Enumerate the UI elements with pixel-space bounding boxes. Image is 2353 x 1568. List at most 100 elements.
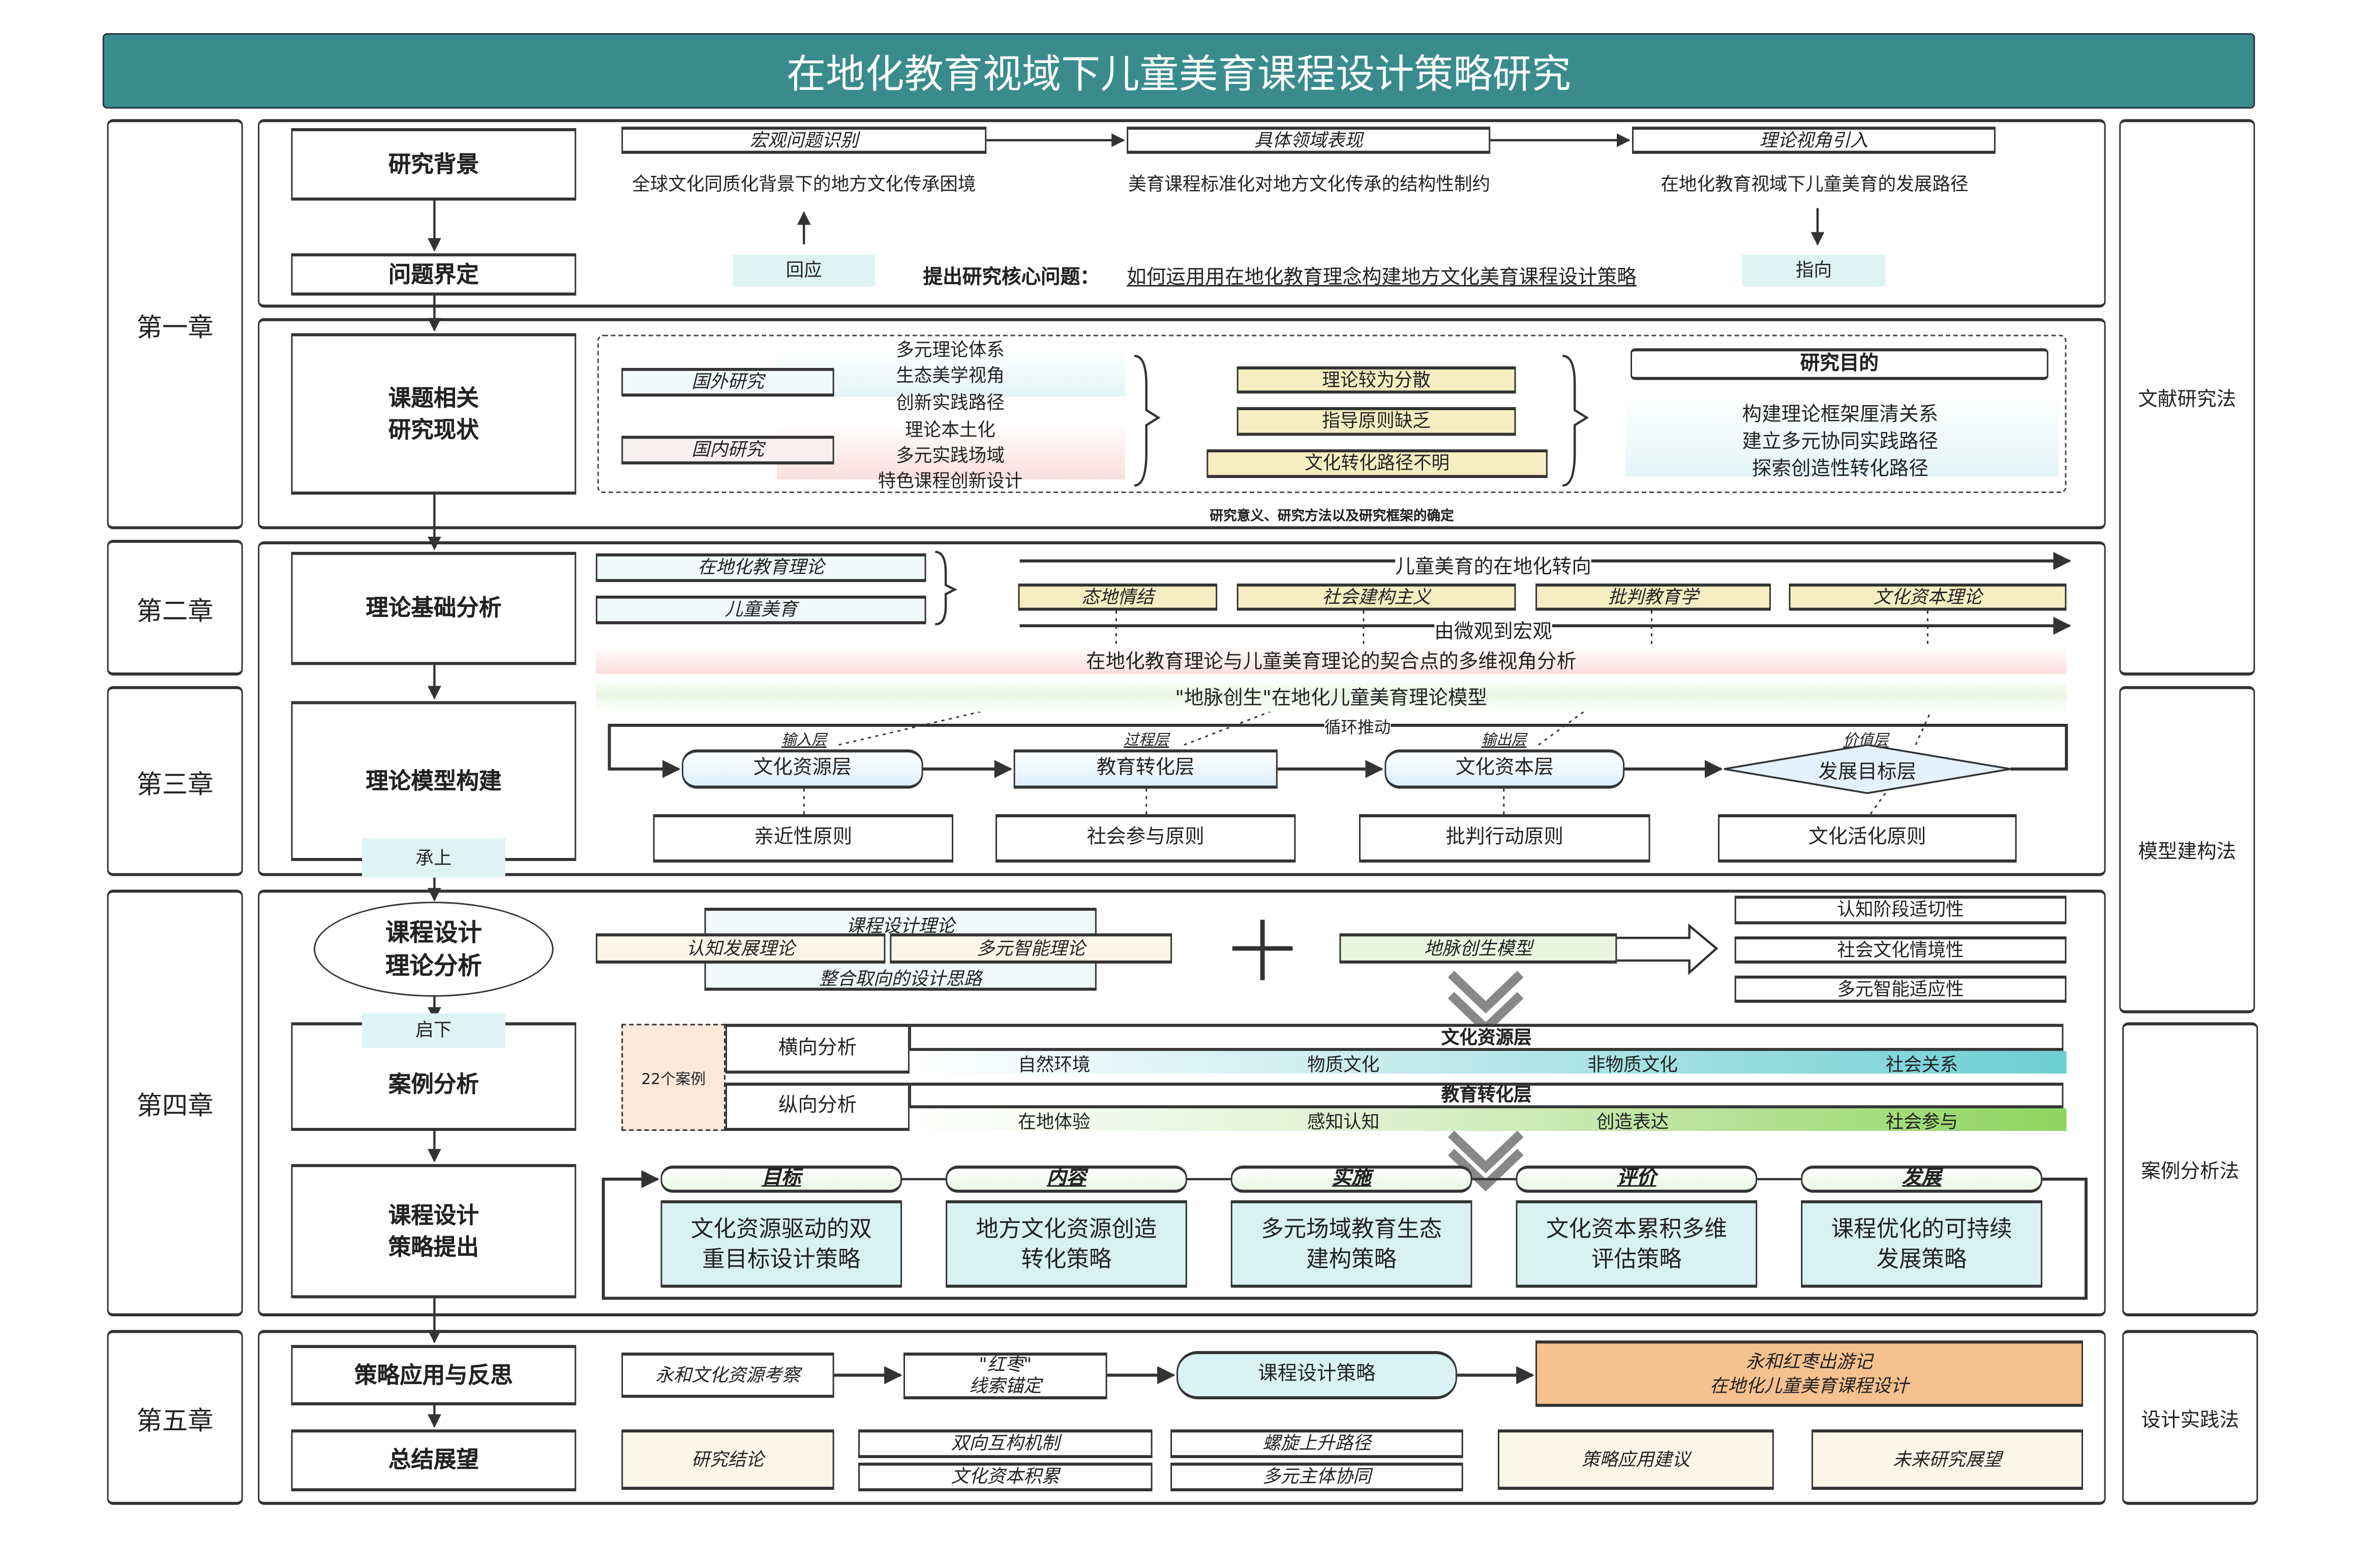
layer-cultural-resource: 文化资源层 [681,749,923,789]
transform-item: 社会参与 [1885,1111,1958,1132]
resource-survey: 永和文化资源考察 [621,1352,834,1398]
respond-tag: 回应 [733,255,875,287]
course-design-strategy: 课程设计策略 [1176,1351,1457,1400]
fit-multiple-intelligence: 多元智能适应性 [1734,975,2067,1003]
chapter-5: 第五章 [107,1330,243,1505]
transform-item: 在地体验 [1018,1111,1091,1132]
fit-cognitive-stage: 认知阶段适切性 [1734,896,2067,925]
cases-count: 22个案例 [621,1024,726,1131]
tab-lead-below: 启下 [362,1013,505,1048]
foreign-item: 生态美学视角 [896,364,1005,386]
core-question: 如何运用用在地化教育理念构建地方文化美育课程设计策略 [1127,267,1637,290]
step-domain-performance: 具体领域表现 [1127,127,1491,154]
research-framework-note: 研究意义、研究方法以及研究框架的确定 [1210,509,1454,525]
multiple-intelligence-theory: 多元智能理论 [890,933,1172,964]
domestic-research: 国内研究 [621,436,834,465]
cognitive-development-theory: 认知发展理论 [595,933,886,964]
mechanism-two-way: 双向互构机制 [858,1429,1153,1458]
process-research-status: 课题相关 研究现状 [291,333,577,495]
row-education-transform-items: 在地体验 感知认知 创造表达 社会参与 [909,1108,2067,1132]
problem-scattered-theory: 理论较为分散 [1236,366,1516,394]
resource-item: 非物质文化 [1587,1054,1678,1075]
vertical-analysis: 纵向分析 [725,1083,910,1131]
horizontal-analysis: 横向分析 [725,1024,910,1074]
theory-child-aesthetic: 儿童美育 [595,595,926,625]
chapter-4: 第四章 [107,889,243,1316]
domestic-gradient [776,422,1126,480]
mechanism-spiral-path: 螺旋上升路径 [1170,1429,1463,1458]
jujube-clue-anchor: "红枣" 线索锚定 [903,1352,1107,1400]
future-outlook: 未来研究展望 [1812,1429,2084,1490]
strategy-advice: 策略应用建议 [1497,1429,1774,1490]
layer-cultural-capital: 文化资本层 [1384,749,1625,789]
principle-proximity: 亲近性原则 [653,814,953,863]
principle-cultural-revival: 文化活化原则 [1718,814,2017,863]
purpose-gradient [1626,395,2059,477]
row-education-transform-title: 教育转化层 [909,1083,2064,1109]
frame-critical-pedagogy: 批判教育学 [1535,583,1771,611]
process-summary-outlook: 总结展望 [291,1429,577,1492]
process-application-reflection: 策略应用与反思 [291,1345,577,1405]
stage-goal: 目标 [660,1165,902,1193]
layer-tag-process: 过程层 [1124,732,1169,750]
strategy-resource-transform: 地方文化资源创造 转化策略 [946,1200,1187,1288]
layer-tag-input: 输入层 [781,732,827,750]
method-literature: 文献研究法 [2119,119,2255,676]
process-model-building: 理论模型构建 [291,701,577,861]
integrated-design-idea: 整合取向的设计思路 [819,968,982,990]
strategy-sustainable: 课程优化的可持续 发展策略 [1801,1200,2042,1288]
principle-social-participation: 社会参与原则 [995,814,1296,863]
layer-tag-output: 输出层 [1481,732,1527,750]
point-tag: 指向 [1742,255,1886,287]
stage-evaluation: 评价 [1516,1165,1758,1193]
principle-critical-action: 批判行动原则 [1359,814,1650,863]
stage-content: 内容 [946,1165,1187,1193]
resource-item: 物质文化 [1307,1054,1380,1075]
tab-connect-above: 承上 [362,838,505,878]
frame-cultural-capital: 文化资本理论 [1789,583,2067,611]
purpose-item: 建立多元协同实践路径 [1742,431,1939,454]
mechanism-capital-accumulation: 文化资本积累 [858,1462,1153,1492]
frame-topophilia: 态地情结 [1018,583,1218,611]
resource-item: 社会关系 [1885,1054,1958,1075]
method-modeling: 模型建构法 [2119,686,2255,1013]
research-status-dashed-frame [597,334,2067,494]
transform-item: 感知认知 [1307,1111,1380,1132]
step-macro-problem: 宏观问题识别 [621,127,987,154]
stage-implementation: 实施 [1230,1165,1472,1193]
title-bar: 在地化教育视域下儿童美育课程设计策略研究 [102,33,2255,109]
purpose-item: 探索创造性转化路径 [1752,458,1928,481]
core-question-label: 提出研究核心问题： [923,267,1100,290]
transform-item: 创造表达 [1596,1111,1669,1132]
stage-development: 发展 [1801,1165,2042,1193]
row-cultural-resource-title: 文化资源层 [909,1024,2064,1051]
process-research-background: 研究背景 [291,128,577,201]
step-theory-desc: 在地化教育视域下儿童美育的发展路径 [1661,173,1969,195]
micro-to-macro-label: 由微观到宏观 [1434,615,1552,644]
frame-constructivism: 社会建构主义 [1236,583,1516,611]
fit-sociocultural: 社会文化情境性 [1734,936,2067,964]
step-macro-desc: 全球文化同质化背景下的地方文化传承困境 [632,173,976,195]
chapter-1: 第一章 [107,119,243,530]
foreign-research: 国外研究 [621,367,834,397]
foreign-gradient [776,350,1126,397]
mechanism-multi-actor: 多元主体协同 [1170,1462,1463,1492]
model-band: "地脉创生"在地化儿童美育理论模型 [595,679,2067,712]
process-strategy-proposal: 课程设计 策略提出 [291,1164,577,1299]
process-theory-basis: 理论基础分析 [291,551,577,665]
strategy-ecology: 多元场域教育生态 建构策略 [1230,1200,1472,1288]
layer-education-transform: 教育转化层 [1013,749,1278,789]
foreign-item: 多元理论体系 [896,339,1005,361]
domestic-item: 多元实践场域 [896,445,1005,466]
process-course-theory: 课程设计 理论分析 [314,902,554,997]
step-theory-perspective: 理论视角引入 [1632,127,1996,154]
dimai-model: 地脉创生模型 [1339,933,1617,964]
strategy-evaluation: 文化资本累积多维 评估策略 [1516,1200,1758,1288]
strategy-dual-goal: 文化资源驱动的双 重目标设计策略 [660,1200,902,1288]
fit-analysis-band: 在地化教育理论与儿童美育理论的契合点的多维视角分析 [595,645,2067,674]
layer-development-goal: 发展目标层 [1818,760,1917,784]
step-domain-desc: 美育课程标准化对地方文化传承的结构性制约 [1128,173,1491,195]
resource-item: 自然环境 [1018,1054,1091,1075]
foreign-item: 创新实践路径 [896,392,1005,413]
